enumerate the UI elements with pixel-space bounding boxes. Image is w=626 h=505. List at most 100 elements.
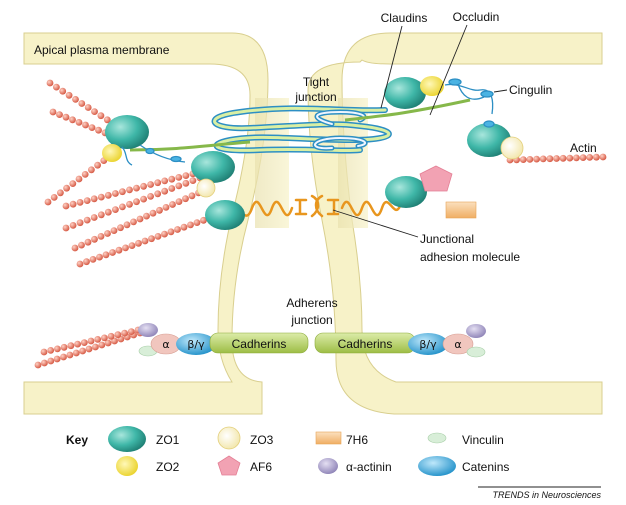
adherens-complex-left <box>138 323 309 357</box>
actin-bead <box>71 244 79 252</box>
actin-bead <box>88 124 96 131</box>
catenins-icon <box>418 456 456 476</box>
zo2-icon <box>116 456 138 476</box>
zo1-protein <box>467 123 511 157</box>
key-item-label: α-actinin <box>346 460 392 474</box>
actin-bead <box>75 119 83 126</box>
alpha-left-label: α <box>162 338 169 351</box>
actin-bead <box>128 242 136 250</box>
actin-bead <box>96 253 103 261</box>
actin-bead <box>162 204 170 211</box>
actin-bead <box>53 83 60 91</box>
actin-label: Actin <box>570 141 597 155</box>
actin-bead <box>87 337 95 345</box>
actin-bead <box>154 233 162 240</box>
actin-bead <box>84 104 92 111</box>
actin-bead <box>169 201 176 208</box>
zo3-icon <box>217 426 241 450</box>
credit-text: TRENDS in Neurosciences <box>492 490 601 500</box>
cadherins-right-label: Cadherins <box>338 337 393 351</box>
actin-bead <box>175 198 183 206</box>
actin-bead <box>53 355 61 363</box>
jam-label-line2: adhesion molecule <box>420 250 520 264</box>
actin-bead <box>80 339 88 346</box>
actin-bead <box>57 189 64 197</box>
actin-bead <box>81 171 89 178</box>
betagamma-right-label: β/γ <box>419 338 437 351</box>
actin-bead <box>67 342 75 350</box>
zo1-icon <box>108 426 146 452</box>
actin-bead <box>89 256 97 263</box>
actin-bead <box>98 341 106 349</box>
actin-bead <box>126 200 133 208</box>
actin-bead <box>83 216 91 224</box>
actin-bead <box>141 237 149 245</box>
actin-bead <box>135 239 142 247</box>
actin-bead <box>41 359 48 367</box>
cingulin-right <box>444 78 495 128</box>
cadherin-left <box>209 332 309 354</box>
occludin-strand-left <box>129 140 251 152</box>
actin-bead <box>72 96 79 103</box>
jam-label-line1: Junctional <box>420 232 474 246</box>
occludin-strand <box>344 98 471 122</box>
actin-bead <box>200 216 207 224</box>
actin-bead <box>573 154 580 162</box>
actin-bead <box>76 219 84 227</box>
actin-bead <box>539 155 547 163</box>
actin-bead <box>97 193 105 201</box>
alpha-right-label: α <box>454 338 461 351</box>
actin-bead <box>189 177 197 185</box>
actin-bead <box>143 212 150 220</box>
actin-bead <box>50 194 58 201</box>
actin-bead <box>130 218 137 226</box>
zo2-protein <box>420 76 444 96</box>
actin-bead <box>140 195 148 203</box>
zo2-protein <box>102 144 122 162</box>
actin-bead <box>76 260 84 268</box>
actin-bead <box>85 345 93 353</box>
actin-bead <box>54 345 61 353</box>
actin-bead <box>83 258 90 266</box>
7h6-protein <box>445 201 477 219</box>
actin-bead <box>104 339 112 347</box>
actin-bead <box>193 219 201 227</box>
key-item-label: ZO3 <box>250 433 274 447</box>
actin-bead <box>40 348 48 356</box>
key-item-label: Catenins <box>462 460 509 474</box>
actin-bead <box>121 329 128 337</box>
actin-bead <box>133 184 140 192</box>
actin-bead <box>112 206 119 214</box>
actin-bead <box>519 156 527 164</box>
actin-bead <box>161 177 169 185</box>
actin-bead <box>94 336 102 343</box>
actin-bead <box>133 198 140 206</box>
catenin <box>408 333 448 355</box>
leader-lines <box>332 24 508 238</box>
occludin-label: Occludin <box>453 10 500 24</box>
actin-bead <box>187 221 194 229</box>
actin-bead <box>104 191 112 199</box>
7h6-icon <box>315 431 342 445</box>
actin-bead <box>119 203 126 211</box>
cingulin-label: Cingulin <box>509 83 552 97</box>
tight-junction-label-line2: junction <box>294 90 336 104</box>
actin-bead <box>122 244 129 252</box>
actin-bead <box>91 235 98 243</box>
actin-filament-right <box>506 153 607 164</box>
vinculin-icon <box>427 432 447 444</box>
actin-bead <box>188 192 196 200</box>
actin-bead <box>161 230 168 238</box>
claudins-label: Claudins <box>381 11 428 25</box>
key-item-label: ZO2 <box>156 460 180 474</box>
actin-bead <box>95 126 102 134</box>
zo1-protein <box>105 115 149 149</box>
actin-bead <box>566 154 574 162</box>
actin-bead <box>180 223 188 231</box>
actin-bead <box>593 153 600 161</box>
actin-bead <box>94 161 101 169</box>
actin-bead <box>182 195 189 203</box>
alpha-catenin <box>442 333 474 355</box>
actin-bead <box>74 340 81 348</box>
